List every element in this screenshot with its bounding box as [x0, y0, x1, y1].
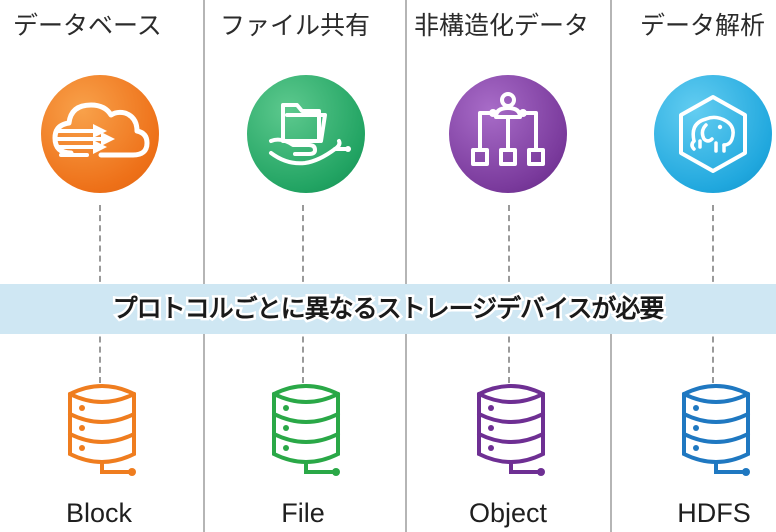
column-divider — [405, 0, 407, 532]
block-database-icon — [68, 384, 136, 476]
column-divider — [203, 0, 205, 532]
storage-label-block: Block — [65, 498, 133, 528]
unstructured-data-circle — [449, 75, 567, 193]
object-database-icon — [477, 384, 545, 476]
banner-text: プロトコルごとに異なるストレージデバイスが必要 — [110, 292, 667, 326]
column-title-data-analysis: データ解析 — [640, 11, 766, 40]
banner-band — [0, 284, 776, 334]
storage-label-object: Object — [468, 498, 548, 528]
data-analysis-circle — [654, 75, 772, 193]
cloud-arrows-icon — [52, 102, 150, 158]
database-circle — [41, 75, 159, 193]
storage-label-hdfs: HDFS — [677, 498, 751, 528]
column-title-database: データベース — [13, 11, 162, 40]
hdfs-database-icon — [682, 384, 750, 476]
column-title-file-sharing: ファイル共有 — [220, 11, 371, 40]
hand-folder-icon — [269, 103, 351, 166]
column-title-unstructured-data: 非構造化データ — [414, 11, 590, 40]
hierarchy-icon — [471, 92, 545, 166]
file-database-icon — [272, 384, 340, 476]
elephant-icon — [679, 95, 747, 173]
file-sharing-circle — [247, 75, 365, 193]
storage-label-file: File — [281, 498, 325, 528]
column-divider — [610, 0, 612, 532]
